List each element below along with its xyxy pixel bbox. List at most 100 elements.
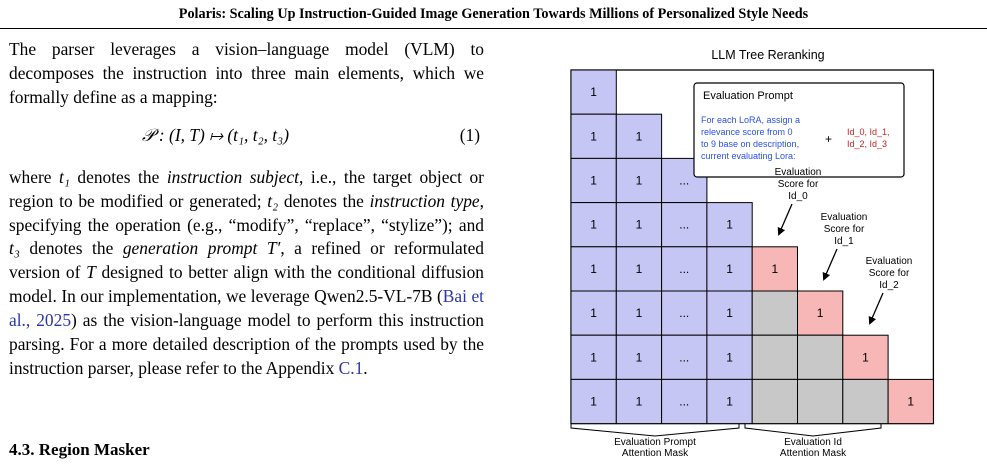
text-span: , a refined or reformulated version of — [9, 238, 484, 283]
text-span: , specifying the operation (e.g., “modif… — [9, 190, 484, 235]
mask-cell-label: 1 — [907, 395, 914, 409]
bottom-label-prompt: Attention Mask — [622, 448, 689, 459]
mask-cell-label: 1 — [636, 395, 643, 409]
mask-cell — [615, 202, 663, 248]
mask-cell-label: 1 — [590, 174, 597, 188]
bottom-braces — [570, 424, 882, 437]
score-label-line: Id_2 — [879, 280, 899, 291]
section-heading: 4.3. Region Masker — [9, 440, 150, 459]
mask-cell — [887, 378, 934, 425]
term-instruction-type: instruction type — [369, 190, 480, 211]
mask-cell-label: 1 — [636, 174, 643, 188]
equation-number: (1) — [459, 124, 480, 145]
score-label-line: Score for — [824, 224, 865, 235]
mask-cell-label: 1 — [590, 395, 597, 409]
mask-cell — [615, 246, 663, 292]
arrow-id2 — [868, 292, 884, 325]
mask-cell-label: ... — [679, 350, 689, 364]
math-T: T — [86, 262, 96, 283]
mask-cell-label: 1 — [862, 350, 869, 364]
mask-cell-label: 1 — [590, 129, 597, 143]
score-label-id1: Evaluation Score for Id_1 — [821, 212, 868, 247]
mask-cell — [751, 334, 798, 380]
score-label-line: Score for — [778, 179, 819, 190]
score-label-line: Evaluation — [866, 256, 913, 267]
mask-cell — [570, 157, 617, 204]
score-label-line: Id_0 — [788, 191, 808, 202]
text-span: , i.e., the target object or region to b… — [9, 166, 484, 211]
prompt-ids: Id_2, Id_3 — [847, 139, 887, 149]
mask-cell-label: 1 — [590, 306, 597, 320]
text-span: denotes the — [278, 190, 370, 211]
mask-cell-label: ... — [679, 262, 689, 276]
score-label-id2: Evaluation Score for Id_2 — [866, 256, 913, 291]
figure-title: LLM Tree Reranking — [711, 48, 825, 62]
brace-id — [744, 424, 882, 437]
score-label-line: Score for — [869, 268, 910, 279]
evaluation-prompt-box: Evaluation Prompt For each LoRA, assign … — [693, 82, 905, 178]
left-column: The parser leverages a vision–language m… — [9, 38, 484, 381]
prompt-box-frame — [693, 82, 905, 178]
mask-cell-label: 1 — [772, 262, 779, 276]
text-span: ) as the vision-language model to perfor… — [9, 310, 484, 378]
citation-link[interactable]: Bai et al., 2025 — [9, 286, 484, 331]
mask-cell — [706, 290, 753, 336]
mask-cell-label: 1 — [590, 218, 597, 232]
mask-cell-label: 1 — [590, 85, 597, 99]
text-span: denotes the — [19, 238, 123, 259]
math-t1: t₁ — [59, 166, 70, 187]
mask-cell — [842, 378, 889, 425]
mask-cell — [706, 202, 753, 248]
bottom-label-prompt: Evaluation Prompt — [614, 437, 696, 448]
mask-cell — [751, 378, 798, 425]
mask-cell — [706, 246, 753, 292]
text-span: . — [363, 357, 368, 378]
math-t-prime: T′ — [266, 238, 281, 259]
mask-cell-label: ... — [679, 306, 689, 320]
mask-cell — [570, 290, 617, 336]
math-t2: t₂ — [267, 190, 279, 211]
mask-cell-label: 1 — [726, 350, 733, 364]
bottom-label-id: Evaluation Id — [784, 437, 842, 448]
mask-cell — [797, 334, 844, 380]
brace-prompt — [570, 424, 740, 437]
mask-cell-label: 1 — [726, 218, 733, 232]
bottom-label-id: Attention Mask — [780, 448, 847, 459]
term-generation-prompt: generation prompt — [122, 238, 258, 259]
score-label-line: Evaluation — [775, 167, 822, 178]
prompt-line: For each LoRA, assign a — [701, 115, 800, 125]
mask-cell — [751, 246, 798, 292]
math-t3: t₃ — [9, 238, 20, 259]
score-label-line: Evaluation — [821, 212, 868, 223]
mask-cell — [797, 378, 844, 425]
equation: 𝒫 : (I, T) ↦ (t₁, t₂, t₃) — [142, 124, 289, 145]
prompt-ids: Id_0, Id_1, — [847, 127, 890, 137]
mask-cell — [661, 334, 708, 380]
mask-cell — [797, 290, 844, 336]
mask-cell — [661, 290, 708, 336]
plus-sign: + — [825, 132, 832, 146]
appendix-link[interactable]: C.1 — [338, 357, 364, 378]
paragraph-intro: The parser leverages a vision–language m… — [9, 39, 484, 107]
prompt-line: relevance score from 0 — [701, 127, 793, 137]
score-label-line: Id_1 — [834, 236, 854, 247]
page-header: Polaris: Scaling Up Instruction-Guided I… — [0, 0, 987, 29]
mask-cell-label: 1 — [817, 306, 824, 320]
text-span — [257, 238, 267, 258]
mask-cell-label: 1 — [636, 218, 643, 232]
mask-cell-label: 1 — [636, 306, 643, 320]
prompt-box-title: Evaluation Prompt — [703, 90, 793, 102]
equation-block: 𝒫 : (I, T) ↦ (t₁, t₂, t₃) (1) — [9, 122, 484, 154]
text-span: denotes the — [69, 166, 167, 187]
text-span: where — [9, 166, 59, 187]
figure-llm-tree-reranking: LLM Tree Reranking 1 1 1 1 1... 1 1... 1 1 1... 1 1… — [553, 38, 983, 466]
mask-cell — [570, 69, 617, 115]
mask-cell-label: 1 — [636, 350, 643, 364]
paragraph-definitions: where t₁ denotes the instruction subject… — [9, 166, 484, 381]
mask-cell-label: 1 — [726, 262, 733, 276]
arrow-id0 — [777, 203, 793, 236]
arrow-id1 — [822, 248, 838, 281]
mask-cell-label: ... — [679, 218, 689, 232]
mask-cell-label: 1 — [590, 350, 597, 364]
